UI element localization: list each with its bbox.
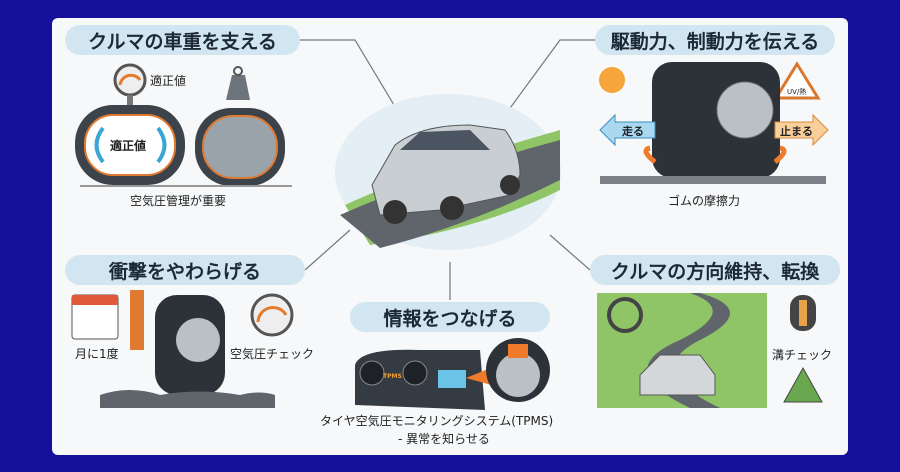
connector-lines: [300, 39, 595, 300]
section-title-weight: クルマの車重を支える: [65, 25, 300, 55]
tire-pressure-illustration: [75, 63, 292, 187]
drive-caption: ゴムの摩擦力: [668, 194, 741, 208]
car-on-road-illustration: [335, 94, 561, 250]
info-caption-line1: タイヤ空気圧モニタリングシステム(TPMS): [320, 414, 554, 428]
section-title-info: 情報をつなげる: [350, 302, 550, 332]
info-caption-line2: - 異常を知らせる: [398, 432, 490, 446]
gauge-label: 適正値: [150, 74, 187, 88]
pressure-check-label: 空気圧チェック: [230, 347, 315, 361]
calendar-label: 月に1度: [75, 347, 119, 361]
tire-label: 適正値: [110, 139, 147, 153]
tpms-dash-label: TPMS: [383, 373, 402, 380]
traction-illustration: [599, 61, 829, 184]
shock-absorber-illustration: [71, 290, 294, 408]
section-title-drive: 駆動力、制動力を伝える: [595, 25, 835, 55]
tpms-dashboard-illustration: [355, 338, 550, 410]
steering-road-illustration: [597, 293, 823, 408]
go-label: 走る: [622, 125, 644, 138]
section-title-steer: クルマの方向維持、転換: [590, 255, 840, 285]
weight-caption: 空気圧管理が重要: [130, 194, 227, 208]
groove-check-label: 溝チェック: [772, 348, 833, 362]
stop-label: 止まる: [780, 125, 813, 138]
section-title-shock: 衝撃をやわらげる: [65, 255, 305, 285]
uv-heat-label: UV/熱: [787, 88, 807, 96]
